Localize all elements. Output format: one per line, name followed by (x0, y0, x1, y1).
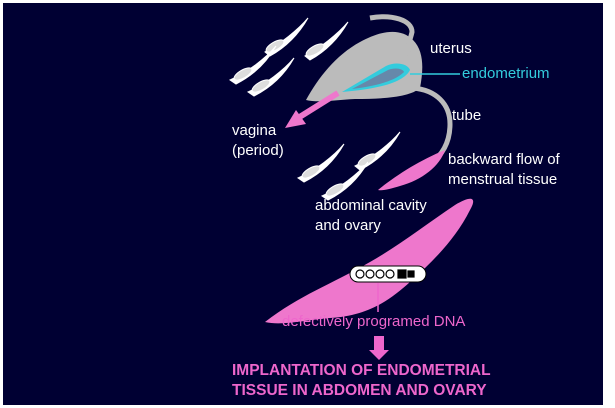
label-endometrium: endometrium (462, 65, 550, 83)
label-menstrual-tissue: menstrual tissue (448, 171, 557, 189)
label-and-ovary: and ovary (315, 217, 381, 235)
label-uterus: uterus (430, 40, 472, 58)
result-line-1: IMPLANTATION OF ENDOMETRIAL (232, 362, 491, 380)
dna-strand (350, 266, 426, 282)
label-dna: defectively programed DNA (282, 313, 465, 331)
label-backward-flow: backward flow of (448, 151, 560, 169)
label-abdominal-cavity: abdominal cavity (315, 197, 427, 215)
result-line-2: TISSUE IN ABDOMEN AND OVARY (232, 382, 487, 400)
label-vagina: vagina (232, 122, 276, 140)
label-period: (period) (232, 142, 284, 160)
label-tube: tube (452, 107, 481, 125)
dark-background (3, 3, 603, 405)
result-arrow-shaft (374, 336, 384, 350)
